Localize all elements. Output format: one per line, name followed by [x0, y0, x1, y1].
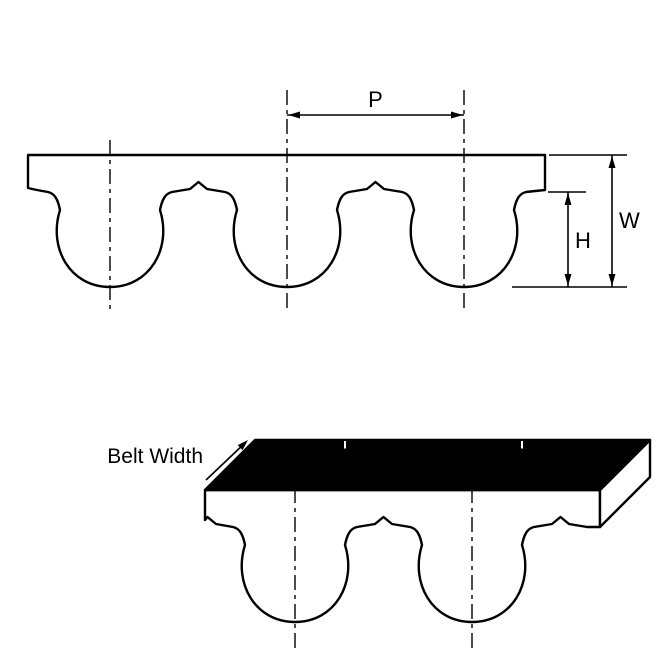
belt-width-annotation: Belt Width [107, 440, 248, 481]
belt-front-face [203, 488, 602, 624]
perspective-view: Belt Width [107, 438, 652, 648]
arrowhead-up-icon [608, 156, 616, 168]
height-dimension: H [548, 191, 591, 287]
tooth-height-label: H [575, 228, 591, 253]
belt-width-label: Belt Width [107, 445, 203, 468]
width-dimension: W [512, 154, 640, 288]
cross-section-view: P W H [26, 87, 640, 312]
pitch-dimension: P [287, 87, 464, 119]
arrowhead-up-icon [564, 193, 572, 205]
arrowhead-right-icon [451, 111, 463, 119]
arrowhead-down-icon [608, 274, 616, 286]
pitch-label: P [368, 87, 383, 112]
belt-width-arrow-line [205, 441, 247, 481]
belt-width-arrowhead-icon [237, 440, 248, 451]
belt-top-surface [203, 438, 652, 492]
overall-width-label: W [619, 208, 640, 233]
arrowhead-left-icon [288, 111, 300, 119]
arrowhead-down-icon [564, 274, 572, 286]
